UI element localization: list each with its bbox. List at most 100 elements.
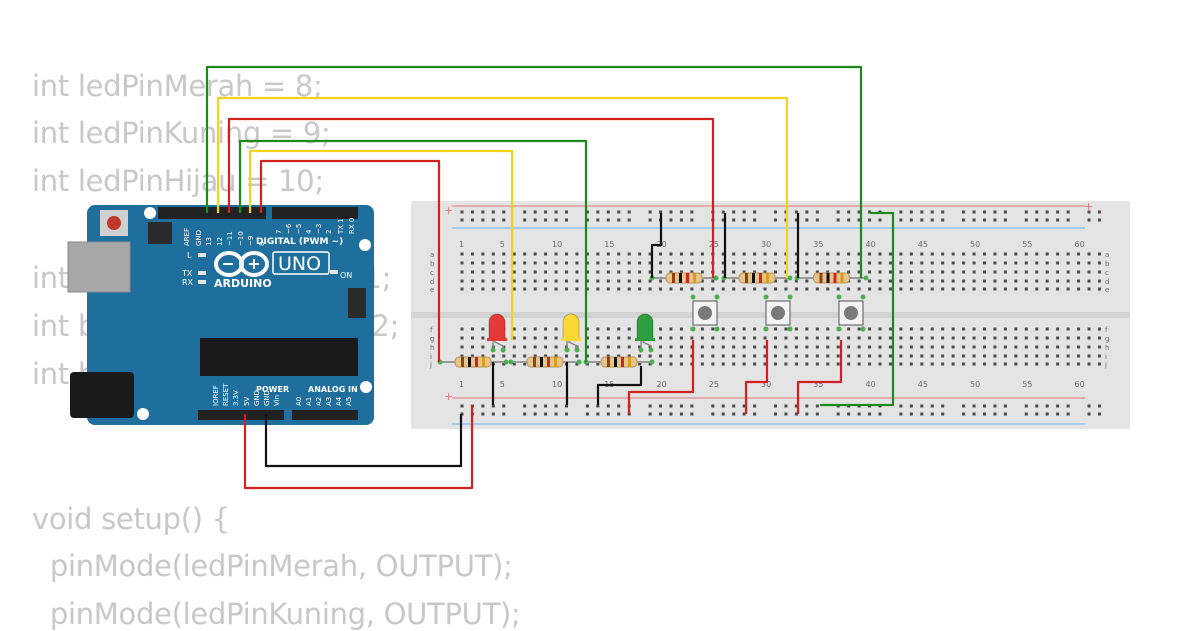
breadboard-hole[interactable]: [1014, 261, 1018, 265]
rail-hole[interactable]: [878, 412, 882, 416]
breadboard-hole[interactable]: [868, 279, 872, 283]
breadboard-hole[interactable]: [481, 327, 485, 331]
breadboard-hole[interactable]: [585, 327, 589, 331]
breadboard-hole[interactable]: [878, 354, 882, 358]
breadboard-hole[interactable]: [470, 345, 474, 349]
breadboard-hole[interactable]: [899, 327, 903, 331]
breadboard-hole[interactable]: [470, 287, 474, 291]
rail-hole[interactable]: [983, 218, 986, 222]
breadboard-hole[interactable]: [868, 327, 872, 331]
breadboard-hole[interactable]: [888, 270, 892, 274]
breadboard-hole[interactable]: [909, 270, 913, 274]
breadboard-hole[interactable]: [481, 270, 485, 274]
breadboard-hole[interactable]: [1003, 252, 1007, 256]
breadboard-hole[interactable]: [983, 270, 986, 274]
breadboard-hole[interactable]: [554, 261, 558, 265]
breadboard-hole[interactable]: [930, 252, 934, 256]
rail-hole[interactable]: [972, 210, 976, 214]
rail-hole[interactable]: [899, 412, 903, 416]
breadboard-hole[interactable]: [617, 261, 621, 265]
breadboard-hole[interactable]: [565, 261, 568, 265]
breadboard-hole[interactable]: [1035, 287, 1039, 291]
breadboard-hole[interactable]: [460, 336, 464, 340]
breadboard-hole[interactable]: [888, 279, 892, 283]
breadboard-hole[interactable]: [679, 270, 683, 274]
breadboard-hole[interactable]: [847, 270, 851, 274]
breadboard-hole[interactable]: [909, 336, 913, 340]
breadboard-hole[interactable]: [972, 354, 976, 358]
breadboard-hole[interactable]: [544, 354, 548, 358]
breadboard-hole[interactable]: [1014, 327, 1018, 331]
breadboard-hole[interactable]: [1003, 354, 1007, 358]
breadboard-hole[interactable]: [1035, 362, 1039, 366]
breadboard-hole[interactable]: [1077, 336, 1081, 340]
breadboard-hole[interactable]: [805, 287, 809, 291]
breadboard-hole[interactable]: [1097, 287, 1101, 291]
rail-hole[interactable]: [941, 218, 945, 222]
breadboard-hole[interactable]: [941, 270, 945, 274]
rail-hole[interactable]: [909, 218, 913, 222]
rail-hole[interactable]: [502, 412, 506, 416]
rail-hole[interactable]: [491, 218, 495, 222]
breadboard-hole[interactable]: [857, 327, 861, 331]
breadboard-hole[interactable]: [815, 362, 819, 366]
breadboard-hole[interactable]: [502, 345, 506, 349]
breadboard-hole[interactable]: [878, 270, 882, 274]
breadboard-hole[interactable]: [868, 354, 872, 358]
rail-hole[interactable]: [774, 404, 777, 408]
breadboard-hole[interactable]: [784, 362, 788, 366]
breadboard-hole[interactable]: [460, 287, 464, 291]
rail-hole[interactable]: [1056, 218, 1060, 222]
breadboard-hole[interactable]: [523, 336, 527, 340]
breadboard-hole[interactable]: [774, 252, 777, 256]
breadboard-hole[interactable]: [617, 354, 621, 358]
breadboard-hole[interactable]: [700, 354, 704, 358]
breadboard-hole[interactable]: [983, 287, 986, 291]
breadboard-hole[interactable]: [659, 287, 663, 291]
breadboard-hole[interactable]: [585, 354, 589, 358]
breadboard-hole[interactable]: [847, 345, 851, 349]
rail-hole[interactable]: [565, 218, 568, 222]
breadboard-hole[interactable]: [1087, 287, 1091, 291]
breadboard-hole[interactable]: [1087, 252, 1091, 256]
breadboard-hole[interactable]: [774, 354, 777, 358]
breadboard-hole[interactable]: [711, 279, 715, 283]
rail-hole[interactable]: [878, 218, 882, 222]
breadboard-hole[interactable]: [481, 252, 485, 256]
rail-hole[interactable]: [1066, 404, 1070, 408]
rail-hole[interactable]: [585, 210, 589, 214]
breadboard-hole[interactable]: [763, 261, 767, 265]
rail-hole[interactable]: [909, 404, 913, 408]
breadboard-hole[interactable]: [732, 270, 736, 274]
breadboard-hole[interactable]: [596, 354, 600, 358]
wire-button-red[interactable]: [796, 340, 843, 414]
breadboard-hole[interactable]: [794, 270, 798, 274]
rail-hole[interactable]: [732, 218, 736, 222]
breadboard-hole[interactable]: [815, 270, 819, 274]
breadboard-hole[interactable]: [1077, 270, 1081, 274]
breadboard-hole[interactable]: [700, 261, 704, 265]
rail-hole[interactable]: [847, 210, 851, 214]
breadboard-hole[interactable]: [470, 270, 474, 274]
breadboard-hole[interactable]: [826, 327, 830, 331]
breadboard-hole[interactable]: [544, 252, 548, 256]
breadboard-hole[interactable]: [951, 336, 955, 340]
breadboard-hole[interactable]: [679, 362, 683, 366]
breadboard-hole[interactable]: [1024, 354, 1028, 358]
breadboard-hole[interactable]: [753, 336, 757, 340]
rail-hole[interactable]: [596, 404, 600, 408]
breadboard-hole[interactable]: [1066, 336, 1070, 340]
breadboard-hole[interactable]: [679, 287, 683, 291]
breadboard-hole[interactable]: [774, 270, 777, 274]
rail-hole[interactable]: [565, 404, 568, 408]
rail-hole[interactable]: [920, 412, 924, 416]
rail-hole[interactable]: [659, 404, 663, 408]
rail-hole[interactable]: [721, 218, 725, 222]
rail-hole[interactable]: [1045, 404, 1049, 408]
breadboard-hole[interactable]: [993, 252, 997, 256]
breadboard-hole[interactable]: [805, 327, 809, 331]
rail-hole[interactable]: [1024, 404, 1028, 408]
breadboard-hole[interactable]: [794, 354, 798, 358]
breadboard-hole[interactable]: [857, 362, 861, 366]
rail-hole[interactable]: [836, 412, 840, 416]
